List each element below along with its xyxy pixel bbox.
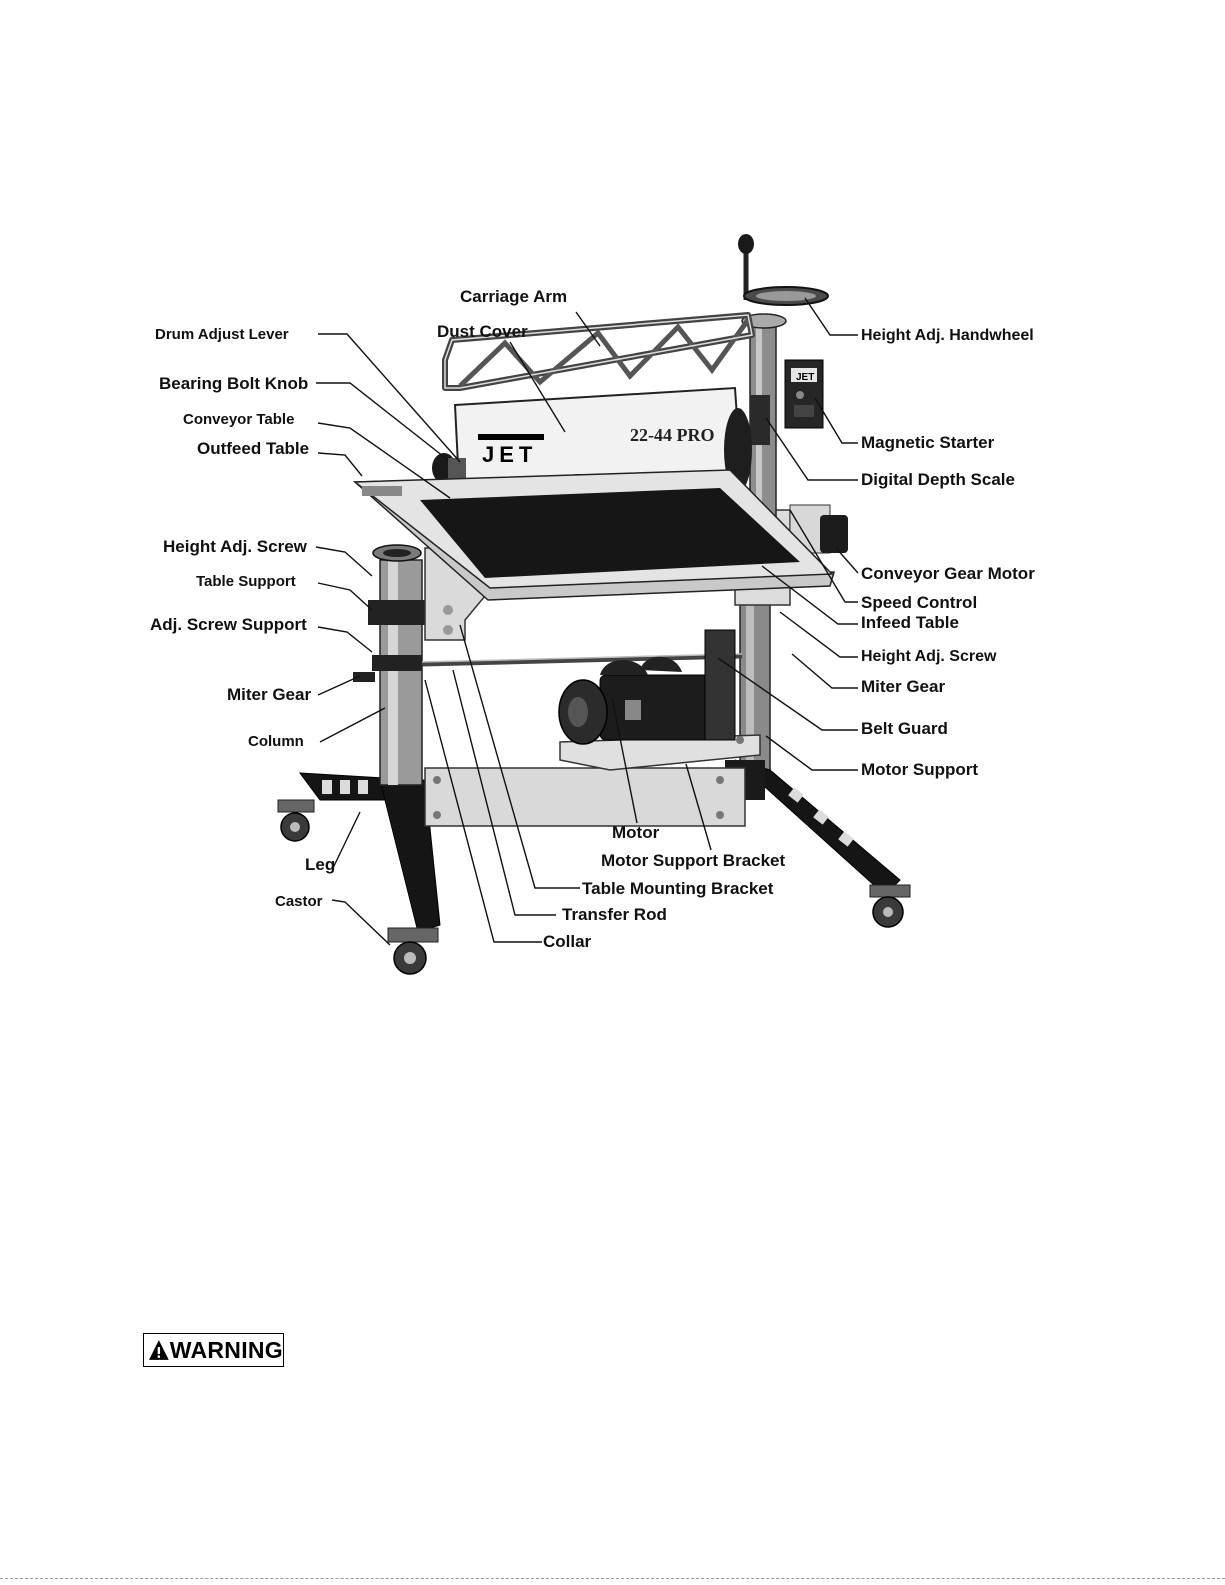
leader-lines xyxy=(315,297,859,946)
left-column xyxy=(353,544,428,786)
label-height-adj-handwheel: Height Adj. Handwheel xyxy=(861,327,1034,344)
brand-badge-text: JET xyxy=(482,442,537,467)
label-dust-cover: Dust Cover xyxy=(437,322,528,341)
drum-sander-illustration: JET JET 22-44 PRO xyxy=(277,234,911,975)
label-leg: Leg xyxy=(305,855,335,874)
motor-shape xyxy=(558,656,711,745)
label-carriage-arm: Carriage Arm xyxy=(460,287,567,306)
label-height-adj-screw-right: Height Adj. Screw xyxy=(861,648,997,665)
label-bearing-bolt-knob: Bearing Bolt Knob xyxy=(159,374,308,393)
base-crossbar xyxy=(424,767,746,827)
label-magnetic-starter: Magnetic Starter xyxy=(861,433,995,452)
conveyor-table-shape xyxy=(352,469,836,601)
left-castors xyxy=(277,799,439,975)
label-adj-screw-support: Adj. Screw Support xyxy=(150,615,307,634)
label-outfeed-table: Outfeed Table xyxy=(197,439,309,458)
console-badge-text: JET xyxy=(796,372,814,383)
callout-labels: Carriage Arm Drum Adjust Lever Dust Cove… xyxy=(150,287,1035,951)
label-conveyor-gear-motor: Conveyor Gear Motor xyxy=(861,564,1035,583)
right-leg xyxy=(725,759,901,896)
label-speed-control: Speed Control xyxy=(861,593,977,612)
model-badge-text: 22-44 PRO xyxy=(630,425,715,445)
warning-label: WARNING xyxy=(169,1336,283,1363)
label-miter-gear-left: Miter Gear xyxy=(227,685,311,704)
transfer-rod-shape xyxy=(421,653,743,667)
warning-triangle-icon xyxy=(148,1340,169,1360)
label-belt-guard: Belt Guard xyxy=(861,719,948,738)
label-motor-support-bracket: Motor Support Bracket xyxy=(601,851,786,870)
magnetic-starter-shape: JET xyxy=(784,359,824,429)
label-miter-gear-right: Miter Gear xyxy=(861,677,945,696)
warning-box: WARNING xyxy=(143,1333,284,1367)
label-drum-adjust-lever: Drum Adjust Lever xyxy=(155,326,289,343)
label-digital-depth-scale: Digital Depth Scale xyxy=(861,470,1015,489)
right-castor xyxy=(869,884,911,928)
label-column: Column xyxy=(248,733,304,750)
label-motor-support: Motor Support xyxy=(861,760,978,779)
handwheel-shape xyxy=(738,234,829,329)
label-infeed-table: Infeed Table xyxy=(861,613,959,632)
label-conveyor-table: Conveyor Table xyxy=(183,411,294,428)
label-height-adj-screw-left: Height Adj. Screw xyxy=(163,537,308,556)
bearing-bolt-knob-shape xyxy=(432,453,466,483)
page-bottom-rule xyxy=(0,1578,1225,1579)
belt-guard-shape xyxy=(704,629,736,741)
label-castor: Castor xyxy=(275,893,323,910)
label-transfer-rod: Transfer Rod xyxy=(562,905,667,924)
label-table-mounting-bracket: Table Mounting Bracket xyxy=(582,879,774,898)
label-collar: Collar xyxy=(543,932,592,951)
label-motor: Motor xyxy=(612,823,660,842)
label-table-support: Table Support xyxy=(196,573,296,590)
carriage-arm-shape xyxy=(442,312,755,391)
